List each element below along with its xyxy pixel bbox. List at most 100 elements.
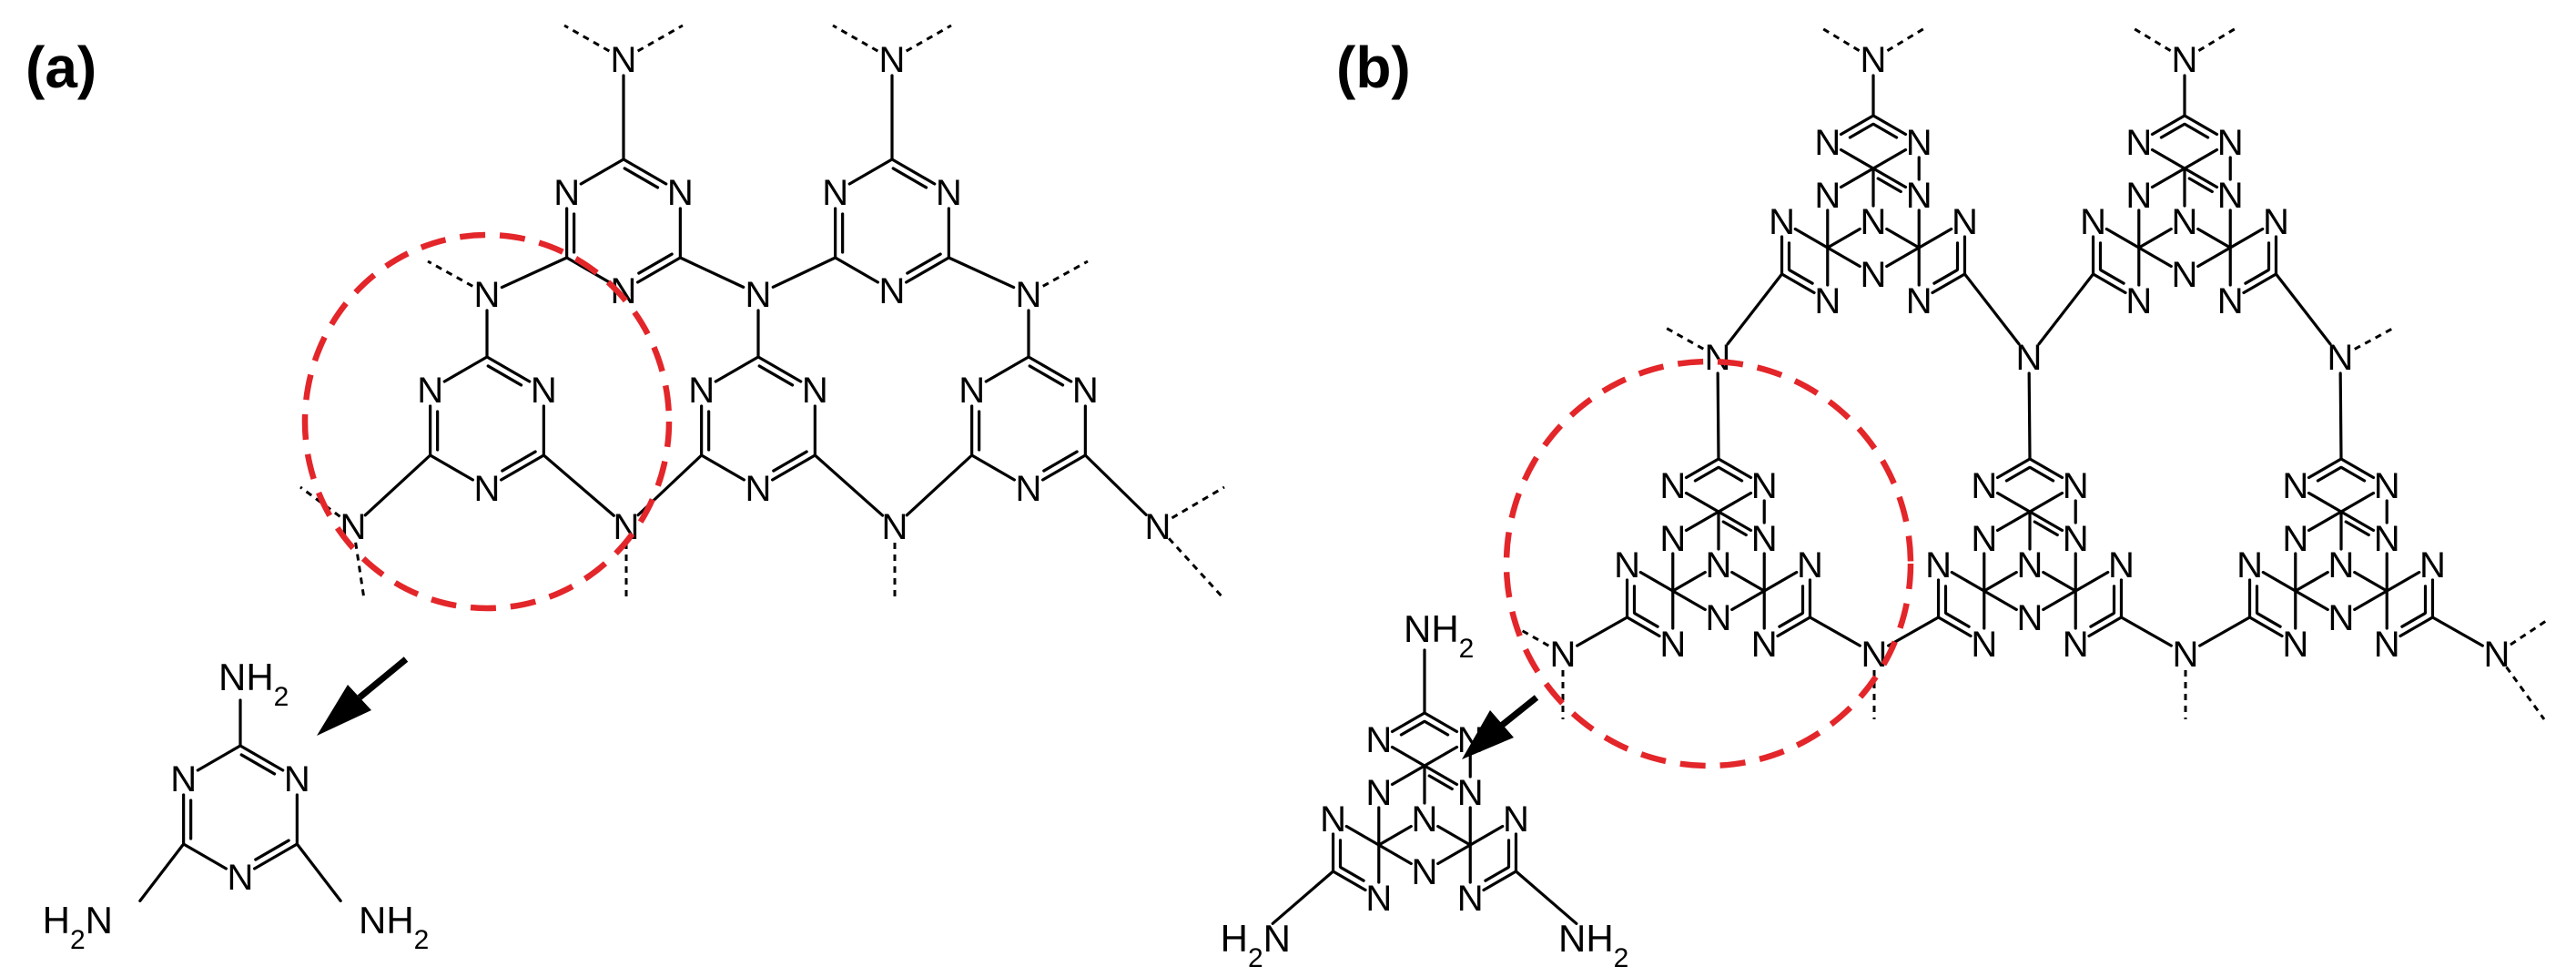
bond-line bbox=[1871, 148, 1908, 170]
bond-line bbox=[2294, 589, 2329, 612]
atom-label-n: N bbox=[745, 469, 772, 509]
bond-line bbox=[1638, 570, 1675, 593]
double-bond-line bbox=[1871, 122, 1899, 139]
dashed-continuation-bond bbox=[1665, 326, 1705, 351]
bond-line bbox=[1839, 148, 1875, 170]
bond-line bbox=[700, 453, 746, 482]
bond-line bbox=[2261, 570, 2297, 593]
atom-label-n: N bbox=[2172, 255, 2198, 295]
double-bond-line bbox=[1423, 719, 1450, 737]
double-bond-line bbox=[1778, 612, 1804, 628]
atom-label-n: N bbox=[1861, 202, 1887, 242]
atom-label-n: N bbox=[1751, 625, 1778, 665]
bond-line bbox=[1839, 167, 1875, 189]
bond-line bbox=[238, 744, 285, 772]
atom-label-n: N bbox=[2217, 281, 2244, 321]
double-bond-line bbox=[2089, 612, 2115, 628]
bond-line bbox=[970, 453, 1017, 482]
atom-label-n: N bbox=[1861, 40, 1887, 80]
bond-line bbox=[2353, 589, 2388, 612]
bond-line bbox=[2074, 570, 2110, 593]
atom-label-n: N bbox=[958, 371, 985, 411]
bond-line bbox=[1730, 570, 1766, 593]
atom-label-n: N bbox=[1412, 799, 1438, 840]
bond-line bbox=[813, 453, 885, 517]
bond-line bbox=[2307, 491, 2343, 514]
dashed-continuation-bond bbox=[832, 24, 879, 53]
bond-line bbox=[1995, 510, 2032, 533]
bond-line bbox=[905, 453, 974, 517]
arrow-a-head bbox=[317, 685, 371, 736]
bond-line bbox=[1027, 355, 1073, 383]
bond-line bbox=[252, 842, 299, 870]
bond-line bbox=[1390, 711, 1426, 734]
atom-label-n: N bbox=[802, 371, 828, 411]
bond-line bbox=[2119, 616, 2173, 647]
atom-label-n: N bbox=[2172, 202, 2198, 242]
bond-line bbox=[1776, 616, 1812, 638]
bond-line bbox=[2399, 616, 2435, 638]
bond-line bbox=[1377, 843, 1413, 866]
double-bond-line bbox=[1427, 774, 1454, 791]
bond-line bbox=[2027, 371, 2032, 461]
bond-line bbox=[1083, 453, 1148, 517]
bond-line bbox=[2183, 167, 2219, 189]
dashed-continuation-bond bbox=[2354, 326, 2395, 351]
bond-line bbox=[1576, 616, 1629, 647]
double-bond-line bbox=[2159, 122, 2186, 139]
bond-line bbox=[1726, 272, 1784, 346]
atom-label-n: N bbox=[1861, 255, 1887, 295]
bond-line bbox=[904, 256, 950, 284]
bond-line bbox=[182, 842, 228, 870]
bond-line bbox=[2294, 570, 2329, 593]
bond-line bbox=[2198, 616, 2252, 647]
atom-label-n: N bbox=[2328, 598, 2355, 638]
atom-label-n: N bbox=[1072, 371, 1099, 411]
double-bond-line bbox=[1633, 612, 1659, 628]
double-bond-line bbox=[2099, 269, 2125, 285]
atom-label-n: N bbox=[2282, 466, 2308, 506]
bond-line bbox=[984, 355, 1030, 383]
atom-label-n: N bbox=[228, 858, 254, 898]
atom-label-n: N bbox=[474, 469, 501, 509]
bond-line bbox=[2042, 570, 2077, 593]
bond-line bbox=[622, 158, 668, 186]
atom-label-n: N bbox=[1365, 720, 1392, 760]
atom-label-n: N bbox=[1814, 281, 1841, 321]
atom-label-n: N bbox=[2328, 545, 2355, 585]
bond-line bbox=[442, 355, 489, 383]
atom-label-n: N bbox=[667, 173, 694, 213]
bond-line bbox=[138, 842, 186, 902]
bond-line bbox=[1885, 246, 1921, 269]
double-bond-line bbox=[2344, 520, 2370, 537]
dashed-continuation-bond bbox=[1886, 25, 1927, 52]
bond-line bbox=[1826, 227, 1861, 249]
bond-line bbox=[1625, 616, 1661, 638]
bond-line bbox=[2183, 114, 2219, 137]
bond-line bbox=[1344, 824, 1381, 847]
atom-label-n: N bbox=[1016, 469, 1042, 509]
atom-label-n: N bbox=[2125, 281, 2152, 321]
bond-line bbox=[1717, 457, 1753, 480]
bond-line bbox=[1331, 870, 1367, 892]
bond-line bbox=[770, 453, 816, 482]
bond-line bbox=[2339, 491, 2376, 514]
bond-line bbox=[1931, 272, 1967, 295]
arrow-b bbox=[1462, 695, 1539, 759]
double-bond-line bbox=[1944, 612, 1971, 628]
dashed-continuation-bond bbox=[2131, 25, 2172, 52]
bond-line bbox=[485, 355, 532, 383]
double-bond-line bbox=[623, 167, 660, 189]
double-bond-line bbox=[239, 753, 277, 776]
bond-line bbox=[1808, 616, 1861, 647]
dashed-continuation-bond bbox=[427, 260, 473, 288]
atom-label-n: N bbox=[2063, 625, 2089, 665]
bond-line bbox=[1671, 570, 1707, 593]
atom-label-n: N bbox=[417, 371, 443, 411]
double-bond-line bbox=[1876, 177, 1902, 194]
bond-line bbox=[947, 256, 1016, 290]
amine-group-label-left: H2N bbox=[1221, 917, 1291, 973]
bond-line bbox=[2091, 272, 2127, 295]
atom-label-n: N bbox=[1971, 625, 1997, 665]
dashed-continuation-bond bbox=[2197, 25, 2238, 52]
